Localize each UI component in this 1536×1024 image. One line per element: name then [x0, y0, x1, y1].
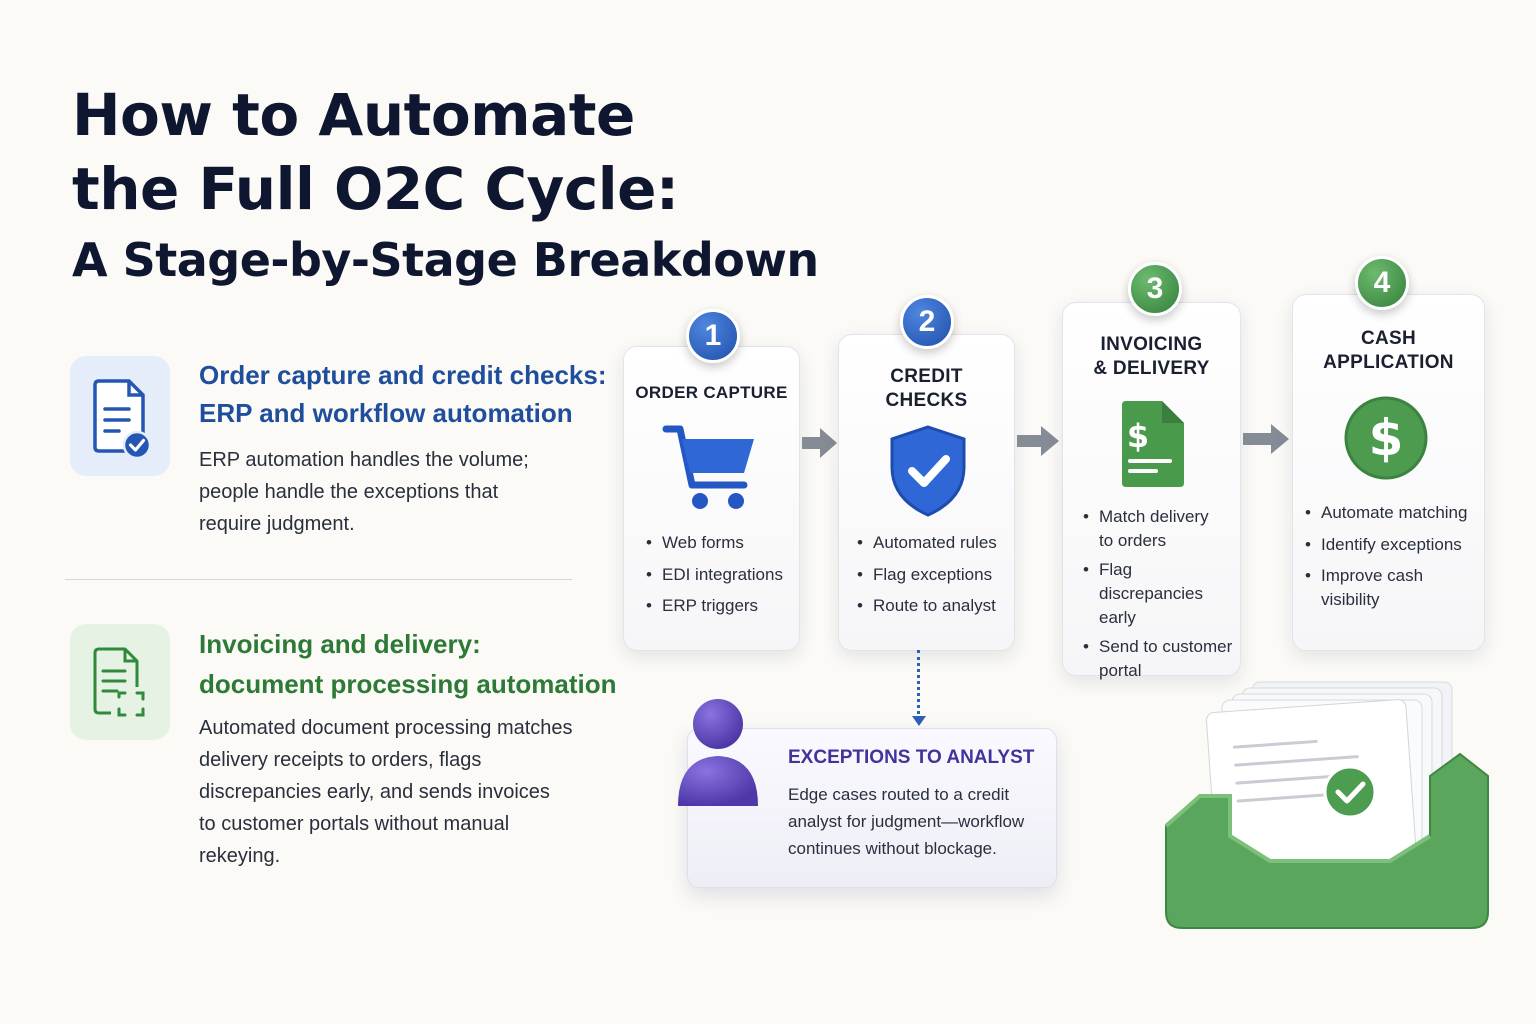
feature-heading-line: ERP and workflow automation — [199, 398, 573, 428]
stage-title-line: CASH — [1360, 328, 1417, 349]
stage-title: CREDIT CHECKS — [839, 365, 1014, 413]
bullet-item: Flag discrepancies early — [1083, 558, 1240, 630]
stage-title: INVOICING & DELIVERY — [1063, 333, 1240, 381]
bullet-item: Send to customer portal — [1083, 635, 1240, 683]
svg-text:$: $ — [1369, 409, 1404, 467]
stage-number-badge: 2 — [900, 295, 954, 349]
bullet-line: Send to customer — [1099, 637, 1233, 656]
section-divider — [65, 579, 572, 580]
desc-line: require judgment. — [199, 513, 355, 535]
stage-title-line: ORDER CAPTURE — [635, 383, 788, 402]
subtitle: A Stage-by-Stage Breakdown — [72, 233, 819, 287]
feature-icon-tile — [70, 356, 170, 476]
stage-bullets: Automated rules Flag exceptions Route to… — [857, 531, 997, 626]
title-line-1: How to Automate — [72, 81, 635, 149]
feature-heading-line: Invoicing and delivery: — [199, 629, 481, 659]
bullet-item: Automate matching — [1305, 501, 1484, 525]
exception-connector — [917, 650, 920, 720]
exceptions-line: Edge cases routed to a credit — [788, 785, 1010, 804]
stage-card-order-capture: ORDER CAPTURE Web forms EDI integrations… — [623, 346, 800, 651]
bullet-line: portal — [1099, 661, 1142, 680]
exceptions-panel: EXCEPTIONS TO ANALYST Edge cases routed … — [687, 728, 1057, 888]
stage-number-badge: 3 — [1128, 262, 1182, 316]
bullet-item: Route to analyst — [857, 594, 997, 618]
desc-line: to customer portals without manual rekey… — [199, 813, 510, 867]
feature-description: Automated document processing matches de… — [199, 712, 589, 872]
arrow-right-icon — [802, 428, 837, 458]
stage-number-badge: 1 — [686, 309, 740, 363]
bullet-item: Match delivery to orders — [1083, 505, 1240, 553]
bullet-line: early — [1099, 608, 1136, 627]
document-tray-icon — [1164, 681, 1489, 929]
svg-text:$: $ — [1127, 417, 1149, 455]
stage-title: ORDER CAPTURE — [624, 381, 799, 405]
feature-heading: Invoicing and delivery: document process… — [199, 624, 619, 704]
bullet-item: Improve cash visibility — [1305, 564, 1484, 612]
stage-card-credit-checks: CREDIT CHECKS Automated rules Flag excep… — [838, 334, 1015, 651]
feature-icon-tile — [70, 624, 170, 740]
bullet-line: Flag discrepancies — [1099, 560, 1203, 603]
document-check-icon — [93, 379, 152, 459]
stage-bullets: Match delivery to orders Flag discrepanc… — [1083, 505, 1240, 691]
arrow-right-icon — [1243, 424, 1289, 454]
bullet-item: EDI integrations — [646, 563, 783, 587]
page-title: How to Automate the Full O2C Cycle: A St… — [72, 78, 832, 292]
desc-line: ERP automation handles the volume; — [199, 449, 529, 471]
exceptions-line: continues without blockage. — [788, 839, 997, 858]
exceptions-line: analyst for judgment—workflow — [788, 812, 1025, 831]
stage-title-line: INVOICING — [1100, 334, 1203, 355]
desc-line: discrepancies early, and sends invoices — [199, 781, 550, 803]
bullet-item: Automated rules — [857, 531, 997, 555]
feature-heading-line: Order capture and credit checks: — [199, 360, 607, 390]
feature-description: ERP automation handles the volume; peopl… — [199, 444, 599, 540]
dollar-coin-icon: $ — [1344, 396, 1428, 480]
stage-title-line: APPLICATION — [1323, 352, 1454, 373]
invoice-dollar-icon: $ — [1122, 401, 1184, 487]
feature-heading: Order capture and credit checks: ERP and… — [199, 356, 619, 432]
exceptions-body: Edge cases routed to a credit analyst fo… — [788, 781, 1048, 862]
person-icon — [678, 699, 758, 806]
stage-number-badge: 4 — [1355, 256, 1409, 310]
stage-title-line: CREDIT — [890, 366, 963, 387]
stage-title-line: & DELIVERY — [1093, 358, 1210, 379]
arrow-right-icon — [1017, 426, 1059, 456]
stage-bullets: Automate matching Identify exceptions Im… — [1305, 501, 1484, 620]
title-line-2: the Full O2C Cycle: — [72, 155, 679, 223]
feature-heading-line: document processing automation — [199, 669, 617, 699]
bullet-item: Flag exceptions — [857, 563, 997, 587]
stage-title-line: CHECKS — [885, 390, 968, 411]
stage-card-invoicing-delivery: INVOICING & DELIVERY $ Match delivery to… — [1062, 302, 1241, 680]
stage-bullets: Web forms EDI integrations ERP triggers — [646, 531, 783, 626]
bullet-line: to orders — [1099, 531, 1167, 550]
stage-card-cash-application: CASH APPLICATION $ Automate matching Ide… — [1292, 294, 1485, 651]
document-scan-icon — [93, 647, 145, 717]
shopping-cart-icon — [662, 425, 754, 509]
bullet-item: Identify exceptions — [1305, 533, 1484, 557]
exceptions-title: EXCEPTIONS TO ANALYST — [788, 747, 1035, 768]
shield-check-icon — [890, 425, 966, 517]
bullet-item: Web forms — [646, 531, 783, 555]
bullet-line: Match delivery — [1099, 507, 1209, 526]
bullet-item: ERP triggers — [646, 594, 783, 618]
desc-line: delivery receipts to orders, flags — [199, 749, 482, 771]
connector-arrowhead — [912, 716, 926, 726]
stage-title: CASH APPLICATION — [1293, 327, 1484, 375]
desc-line: Automated document processing matches — [199, 717, 573, 739]
desc-line: people handle the exceptions that — [199, 481, 499, 503]
